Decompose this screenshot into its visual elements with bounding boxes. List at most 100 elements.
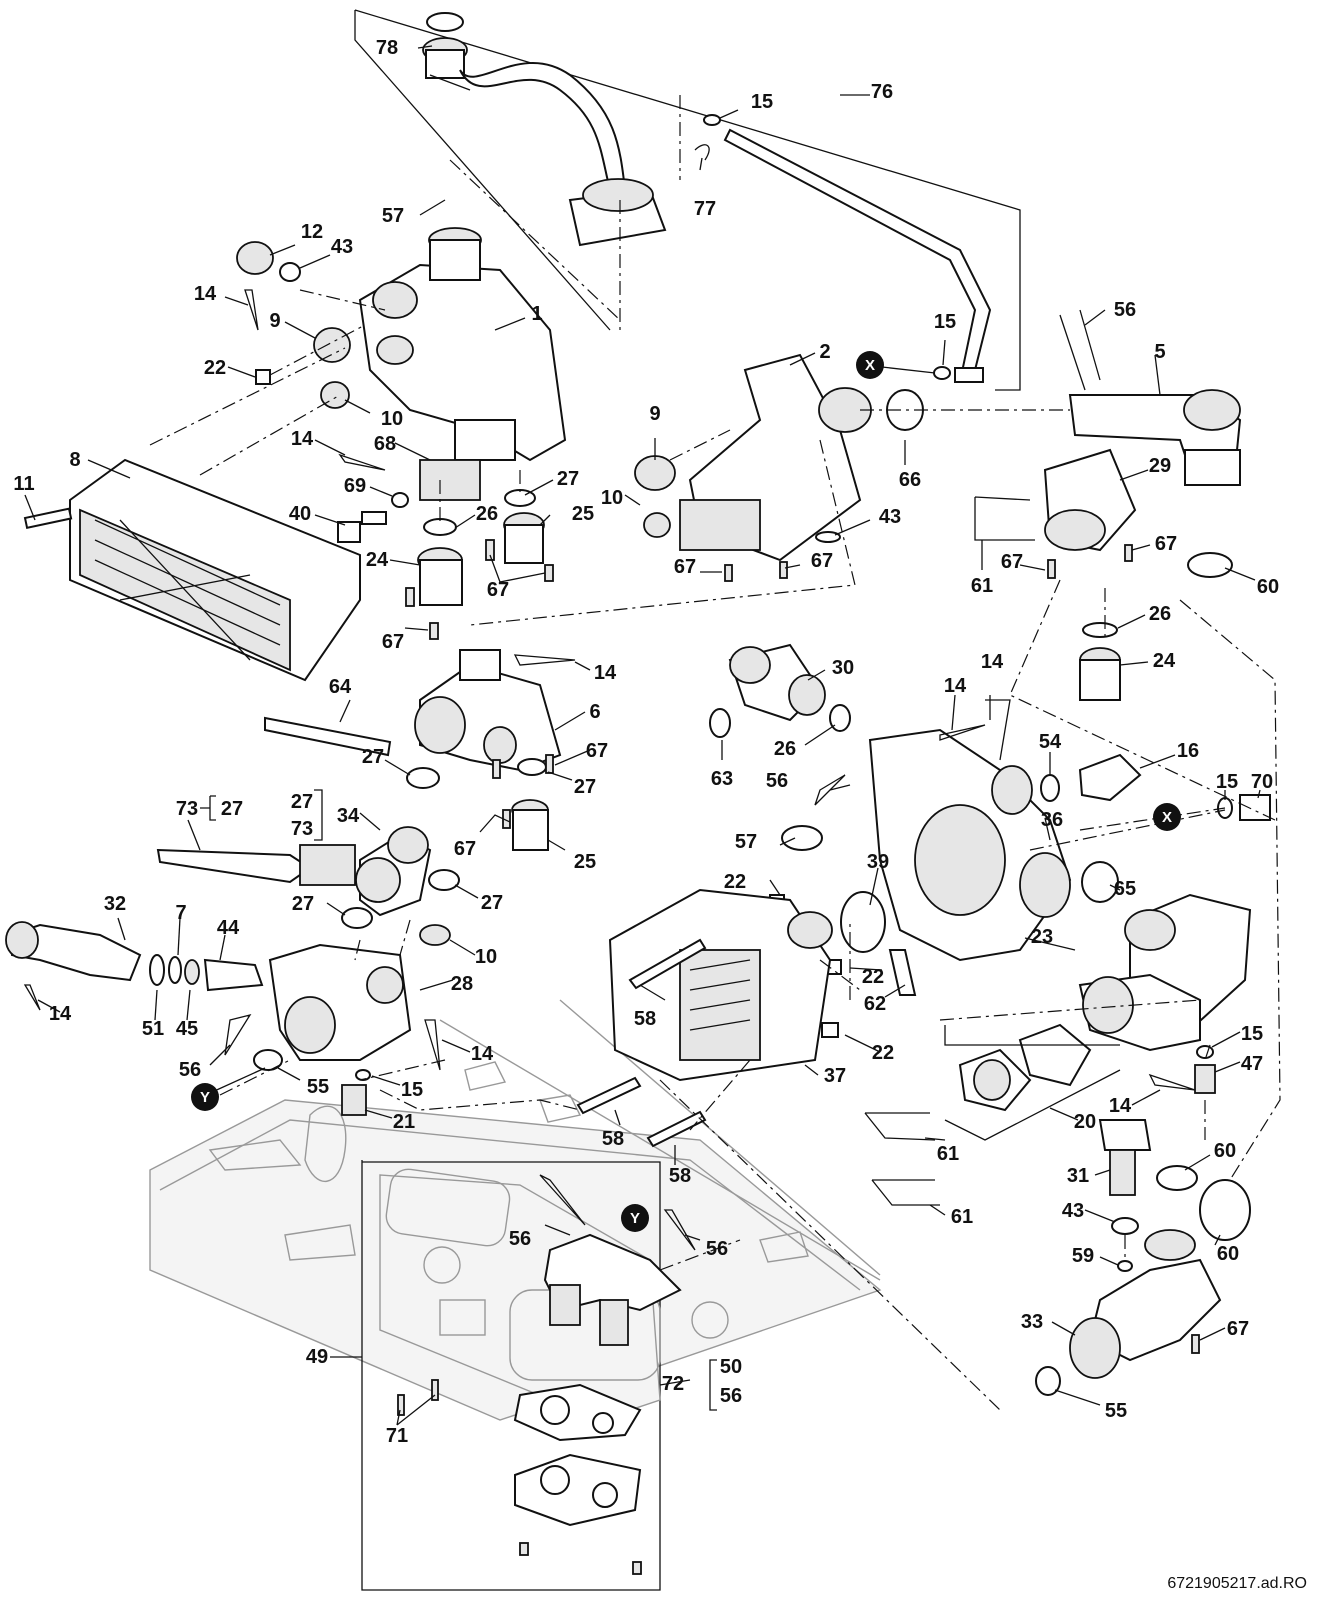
callout-67: 67 bbox=[454, 838, 476, 860]
callout-15: 15 bbox=[751, 91, 773, 113]
callout-37: 37 bbox=[824, 1065, 846, 1087]
marker-x-1: X bbox=[856, 351, 884, 379]
callout-73: 73 bbox=[291, 818, 313, 840]
elbow-assembly bbox=[974, 309, 1242, 701]
callout-23: 23 bbox=[1031, 926, 1053, 948]
callout-56: 56 bbox=[706, 1238, 728, 1260]
callout-56: 56 bbox=[509, 1228, 531, 1250]
leader-lines bbox=[24, 45, 1261, 1426]
callout-27: 27 bbox=[574, 776, 596, 798]
seals-66 bbox=[886, 366, 951, 431]
callout-60: 60 bbox=[1257, 576, 1279, 598]
callout-24: 24 bbox=[366, 549, 389, 571]
callout-70: 70 bbox=[1251, 771, 1273, 793]
callout-60: 60 bbox=[1214, 1140, 1236, 1162]
callout-5: 5 bbox=[1154, 341, 1165, 363]
callout-69: 69 bbox=[344, 475, 366, 497]
callout-26: 26 bbox=[774, 738, 796, 760]
callout-45: 45 bbox=[176, 1018, 198, 1040]
part-28-assembly bbox=[5, 921, 451, 1116]
callout-39: 39 bbox=[867, 851, 889, 873]
callout-78: 78 bbox=[376, 37, 398, 59]
callout-40: 40 bbox=[289, 503, 311, 525]
callout-34: 34 bbox=[337, 805, 360, 827]
inset-parts bbox=[397, 1174, 696, 1575]
part-30-fitting bbox=[709, 643, 851, 738]
callout-25: 25 bbox=[574, 851, 596, 873]
callout-24: 24 bbox=[1153, 650, 1176, 672]
callout-27: 27 bbox=[291, 791, 313, 813]
part-34-and-73 bbox=[156, 826, 460, 929]
callout-63: 63 bbox=[711, 768, 733, 790]
callout-14: 14 bbox=[981, 651, 1004, 673]
callout-14: 14 bbox=[471, 1043, 494, 1065]
hose-assembly bbox=[422, 12, 667, 247]
callout-57: 57 bbox=[382, 205, 404, 227]
callout-55: 55 bbox=[307, 1076, 329, 1098]
callout-67: 67 bbox=[1155, 533, 1177, 555]
callout-67: 67 bbox=[586, 740, 608, 762]
callout-15: 15 bbox=[401, 1079, 423, 1101]
callout-22: 22 bbox=[862, 966, 884, 988]
callout-10: 10 bbox=[601, 487, 623, 509]
callout-57: 57 bbox=[735, 831, 757, 853]
callout-21: 21 bbox=[393, 1111, 415, 1133]
callout-22: 22 bbox=[724, 871, 746, 893]
callout-27: 27 bbox=[362, 746, 384, 768]
callout-43: 43 bbox=[1062, 1200, 1084, 1222]
svg-text:Y: Y bbox=[200, 1089, 210, 1106]
callout-73: 73 bbox=[176, 798, 198, 820]
callout-72: 72 bbox=[662, 1373, 684, 1395]
callout-30: 30 bbox=[832, 657, 854, 679]
callout-67: 67 bbox=[1001, 551, 1023, 573]
callout-28: 28 bbox=[451, 973, 473, 995]
callout-26: 26 bbox=[1149, 603, 1171, 625]
dash-lines bbox=[149, 95, 1281, 1411]
callout-47: 47 bbox=[1241, 1053, 1263, 1075]
callout-67: 67 bbox=[674, 556, 696, 578]
callout-61: 61 bbox=[971, 575, 993, 597]
callout-9: 9 bbox=[649, 403, 660, 425]
callout-61: 61 bbox=[937, 1143, 959, 1165]
connector-rod bbox=[694, 114, 992, 383]
callout-27: 27 bbox=[557, 468, 579, 490]
callout-54: 54 bbox=[1039, 731, 1062, 753]
callout-11: 11 bbox=[13, 473, 34, 495]
callout-14: 14 bbox=[49, 1003, 72, 1025]
callout-14: 14 bbox=[1109, 1095, 1132, 1117]
callout-43: 43 bbox=[331, 236, 353, 258]
callout-26: 26 bbox=[476, 503, 498, 525]
callout-71: 71 bbox=[386, 1425, 408, 1447]
callout-56: 56 bbox=[179, 1059, 201, 1081]
callout-1: 1 bbox=[531, 303, 542, 325]
callout-62: 62 bbox=[864, 993, 886, 1015]
callout-50: 50 bbox=[720, 1356, 742, 1378]
svg-text:X: X bbox=[1162, 809, 1172, 826]
callout-49: 49 bbox=[306, 1346, 328, 1368]
callout-61: 61 bbox=[951, 1206, 973, 1228]
callout-14: 14 bbox=[594, 662, 617, 684]
part-23-rotor bbox=[864, 794, 1271, 1206]
callout-15: 15 bbox=[1241, 1023, 1263, 1045]
callout-56: 56 bbox=[1114, 299, 1136, 321]
callout-27: 27 bbox=[221, 798, 243, 820]
callout-67: 67 bbox=[811, 550, 833, 572]
callout-58: 58 bbox=[602, 1128, 624, 1150]
callout-77: 77 bbox=[694, 198, 716, 220]
callout-labels: 78 76 15 77 57 12 43 14 9 1 22 10 14 68 … bbox=[13, 37, 1279, 1447]
callout-27: 27 bbox=[481, 892, 503, 914]
callout-56: 56 bbox=[766, 770, 788, 792]
marker-y-1: Y bbox=[191, 1083, 219, 1111]
callout-51: 51 bbox=[142, 1018, 164, 1040]
callout-67: 67 bbox=[487, 579, 509, 601]
small-parts-left-top bbox=[236, 241, 481, 543]
fittings-left bbox=[405, 489, 554, 640]
callout-6: 6 bbox=[589, 701, 600, 723]
callout-58: 58 bbox=[634, 1008, 656, 1030]
part-8-heat-exchanger bbox=[23, 458, 361, 682]
callout-32: 32 bbox=[104, 893, 126, 915]
callout-7: 7 bbox=[175, 902, 186, 924]
part-36-pump-housing bbox=[814, 699, 1142, 1038]
part-37-motor bbox=[576, 825, 833, 1148]
callout-76: 76 bbox=[871, 81, 893, 103]
